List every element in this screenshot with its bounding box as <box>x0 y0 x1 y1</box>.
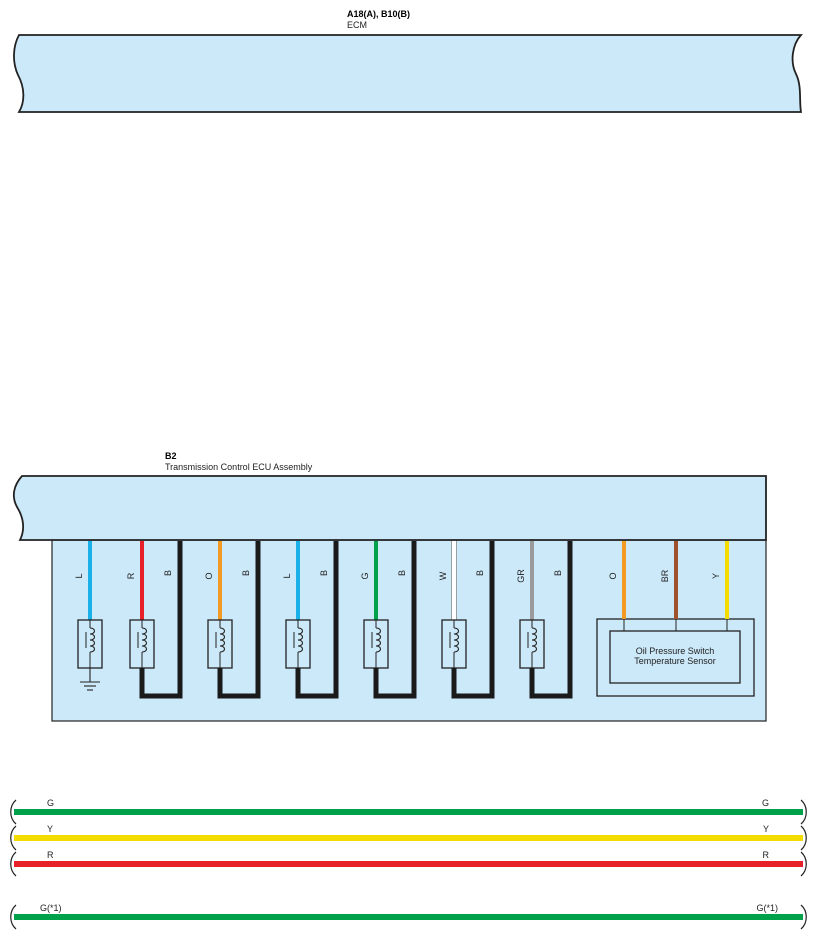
bus-wire-label-right: G <box>762 798 769 808</box>
return-wire <box>139 541 183 699</box>
signal-wire-label: G <box>360 572 370 579</box>
ecm-connector-code: A18(A), B10(B) <box>347 9 410 19</box>
return-wire <box>217 541 261 699</box>
return-wire-label: B <box>475 570 485 576</box>
signal-wire-label: R <box>126 572 136 579</box>
return-wire-label: B <box>319 570 329 576</box>
return-wire <box>451 541 495 699</box>
return-wire-label: B <box>397 570 407 576</box>
sensor-name-line1: Oil Pressure Switch <box>636 646 715 656</box>
sensor-wire-label: Y <box>711 573 721 579</box>
return-wire <box>295 541 339 699</box>
break-mark-left <box>10 799 17 825</box>
break-mark-left <box>10 825 17 851</box>
bus-wire-label-left: R <box>47 850 54 860</box>
ecm-box <box>13 34 804 113</box>
ecm-name: ECM <box>347 20 367 30</box>
signal-wire-label: O <box>204 572 214 579</box>
break-mark-right <box>800 799 807 825</box>
return-wire-label: B <box>163 570 173 576</box>
signal-wire-label: W <box>438 571 448 580</box>
sensor-wire-label: BR <box>660 569 670 582</box>
solenoid-circuit: GR B <box>516 541 573 699</box>
break-mark-right <box>800 825 807 851</box>
coil-icon <box>453 627 460 653</box>
bus-wire-label-right: R <box>763 850 770 860</box>
return-wire-label: B <box>553 570 563 576</box>
signal-wire-label: L <box>74 573 84 578</box>
break-mark-right <box>800 851 807 877</box>
signal-wire-label: GR <box>516 569 526 583</box>
break-mark-left <box>10 851 17 877</box>
coil-icon <box>531 627 538 653</box>
solenoid-circuit: L <box>74 541 103 691</box>
signal-wire-label: L <box>282 573 292 578</box>
bus-wire-label-left: Y <box>47 824 53 834</box>
sensor-name-line2: Temperature Sensor <box>634 656 716 666</box>
return-wire-label: B <box>241 570 251 576</box>
coil-icon <box>89 627 96 653</box>
bus-wire-label-left: G <box>47 798 54 808</box>
break-mark-left <box>10 904 17 930</box>
coil-icon <box>375 627 382 653</box>
tcu-name: Transmission Control ECU Assembly <box>165 462 313 472</box>
return-wire <box>529 541 573 699</box>
bus-wire-label-right: G(*1) <box>756 903 778 913</box>
coil-icon <box>219 627 226 653</box>
tcu-box <box>12 475 767 541</box>
bus-wire: G(*1) G(*1) <box>10 903 807 930</box>
coil-icon <box>297 627 304 653</box>
tcu-connector-code: B2 <box>165 451 177 461</box>
bus-wire-label-left: G(*1) <box>40 903 62 913</box>
bus-wire-label-right: Y <box>763 824 769 834</box>
break-mark-right <box>800 904 807 930</box>
sensor-inner-box <box>609 630 741 684</box>
return-wire <box>373 541 417 699</box>
coil-icon <box>141 627 148 653</box>
sensor-wire-label: O <box>608 572 618 579</box>
